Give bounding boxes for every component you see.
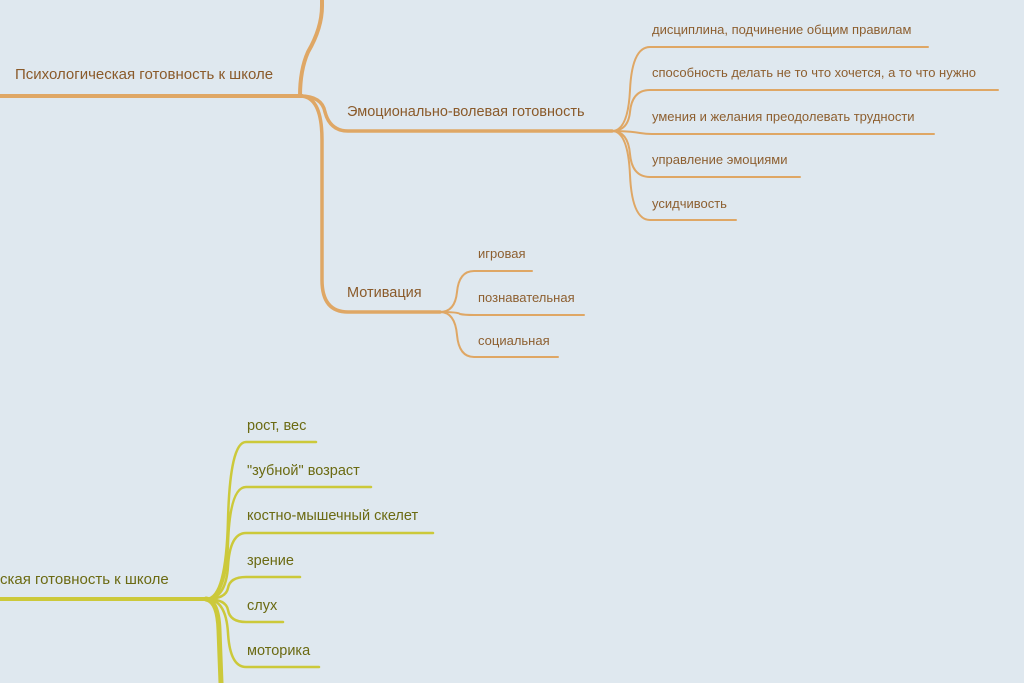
connector-motivation-item-1 [439,270,533,313]
connector-emotional-item-5 [611,130,737,221]
emotional-item[interactable]: умения и желания преодолевать трудности [652,109,915,124]
emotional-readiness-title[interactable]: Эмоционально-волевая готовность [347,104,585,120]
connector-emotional-item-3 [611,130,935,135]
emotional-item[interactable]: дисциплина, подчинение общим правилам [652,22,912,37]
connector-phys-item-1 [204,440,318,601]
connector-phys-item-4 [204,575,302,601]
connector-motivation-item-2 [439,311,585,316]
emotional-item[interactable]: управление эмоциями [652,152,788,167]
connector-phys-item-2 [204,485,373,601]
motivation-item[interactable]: игровая [478,246,526,261]
emotional-item[interactable]: способность делать не то что хочется, а … [652,65,976,80]
connector-phys-item-3 [204,531,435,601]
physical-item[interactable]: "зубной" возраст [247,463,360,479]
motivation-title[interactable]: Мотивация [347,285,422,301]
connector-motivation-item-3 [439,311,559,358]
connector-phys-item-5 [204,597,285,624]
connector-emotional-item-2 [611,89,999,132]
motivation-item[interactable]: познавательная [478,290,575,305]
psych-readiness-title[interactable]: Психологическая готовность к школе [15,66,274,83]
physical-item[interactable]: зрение [247,553,294,569]
physical-item[interactable]: моторика [247,643,311,659]
phys-down-connector [203,596,224,683]
connector-phys-item-6 [204,597,321,669]
connector-emotional-item-1 [611,46,929,132]
connector-emotional-item-4 [611,130,801,178]
motivation-item[interactable]: социальная [478,333,550,348]
connector-motivation [298,94,442,314]
connector-emotional [298,94,614,133]
physical-item[interactable]: слух [247,598,278,614]
physical-item[interactable]: рост, вес [247,418,307,434]
physical-item[interactable]: костно-мышечный скелет [247,508,419,524]
emotional-item[interactable]: усидчивость [652,196,727,211]
psych-top-connector [298,0,324,98]
physical-readiness-title[interactable]: ская готовность к школе [0,571,169,588]
